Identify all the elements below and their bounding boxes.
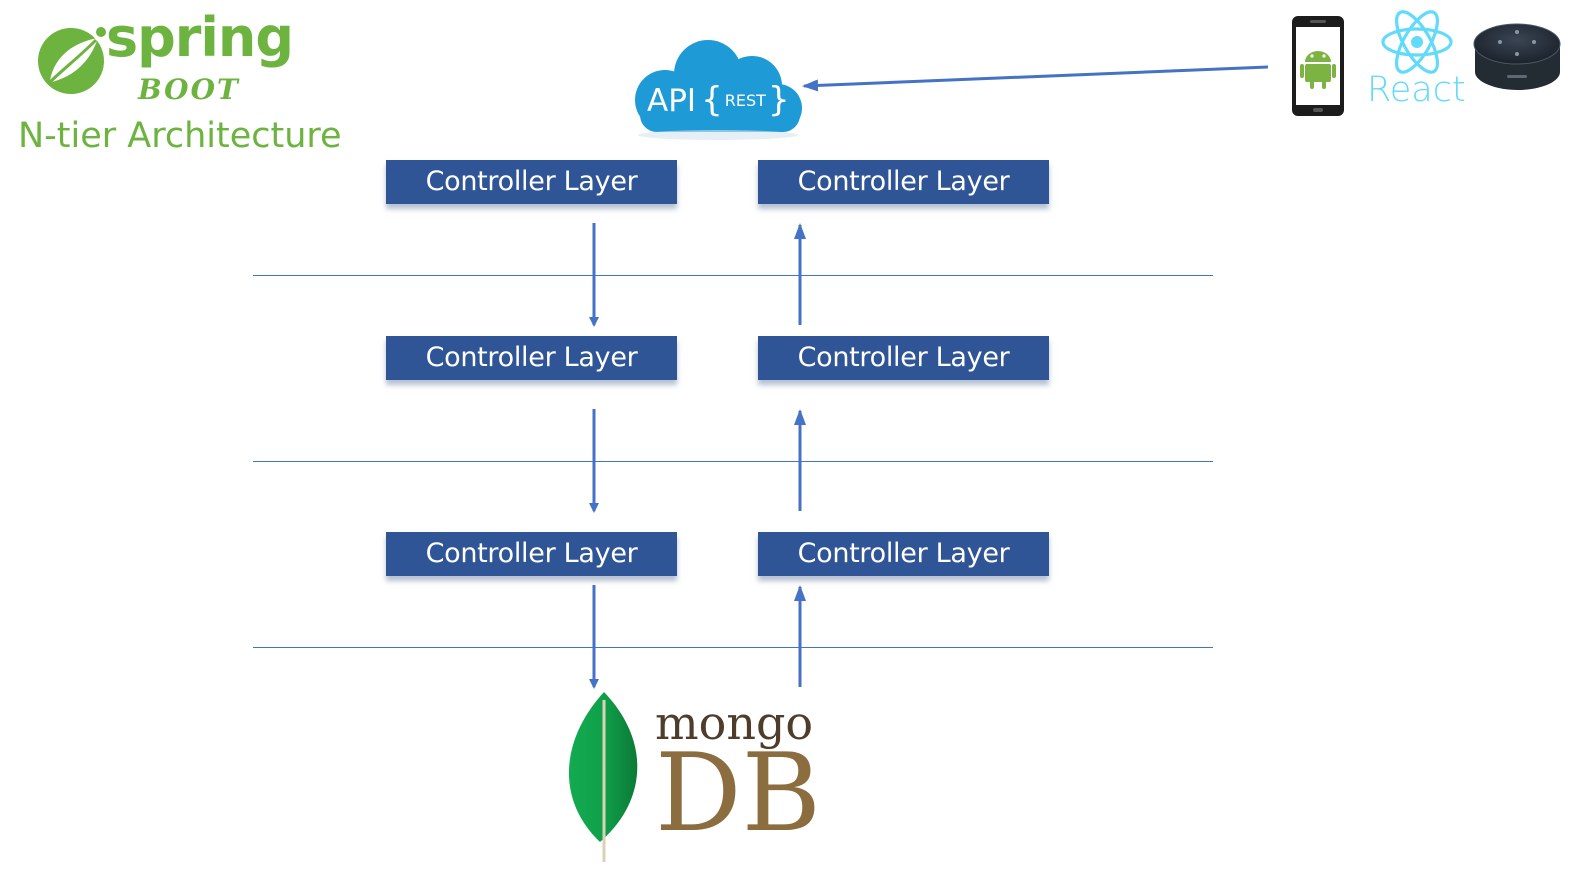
android-phone-icon (1292, 16, 1344, 116)
amazon-echo-icon (1473, 23, 1561, 90)
layer-box-left-1: Controller Layer (386, 160, 677, 204)
boot-logo-text: BOOT (138, 73, 240, 106)
api-label: API (647, 83, 697, 119)
layer-box-left-3: Controller Layer (386, 532, 677, 576)
spring-logo-text: spring (106, 6, 294, 69)
tier-separator (253, 647, 1213, 648)
client-to-api-arrow (802, 65, 1269, 92)
rest-api-cloud-icon (635, 40, 802, 140)
api-brace-open: { (701, 80, 723, 120)
api-label-group: API {REST} (647, 80, 790, 120)
layer-box-right-3: Controller Layer (758, 532, 1049, 576)
react-icon (1381, 10, 1453, 74)
spring-leaf-icon (38, 27, 106, 94)
db-logo-text: DB (655, 731, 821, 856)
rest-label: REST (724, 91, 766, 110)
api-brace-close: } (767, 80, 790, 120)
layer-box-right-2: Controller Layer (758, 336, 1049, 380)
react-label: React (1367, 70, 1466, 110)
diagram-title: N-tier Architecture (18, 116, 342, 156)
tier-separator (253, 461, 1213, 462)
layer-box-right-1: Controller Layer (758, 160, 1049, 204)
layer-box-left-2: Controller Layer (386, 336, 677, 380)
mongodb-leaf-icon (568, 692, 638, 862)
tier-separator (253, 275, 1213, 276)
mongo-logo-text: mongo (655, 696, 814, 750)
